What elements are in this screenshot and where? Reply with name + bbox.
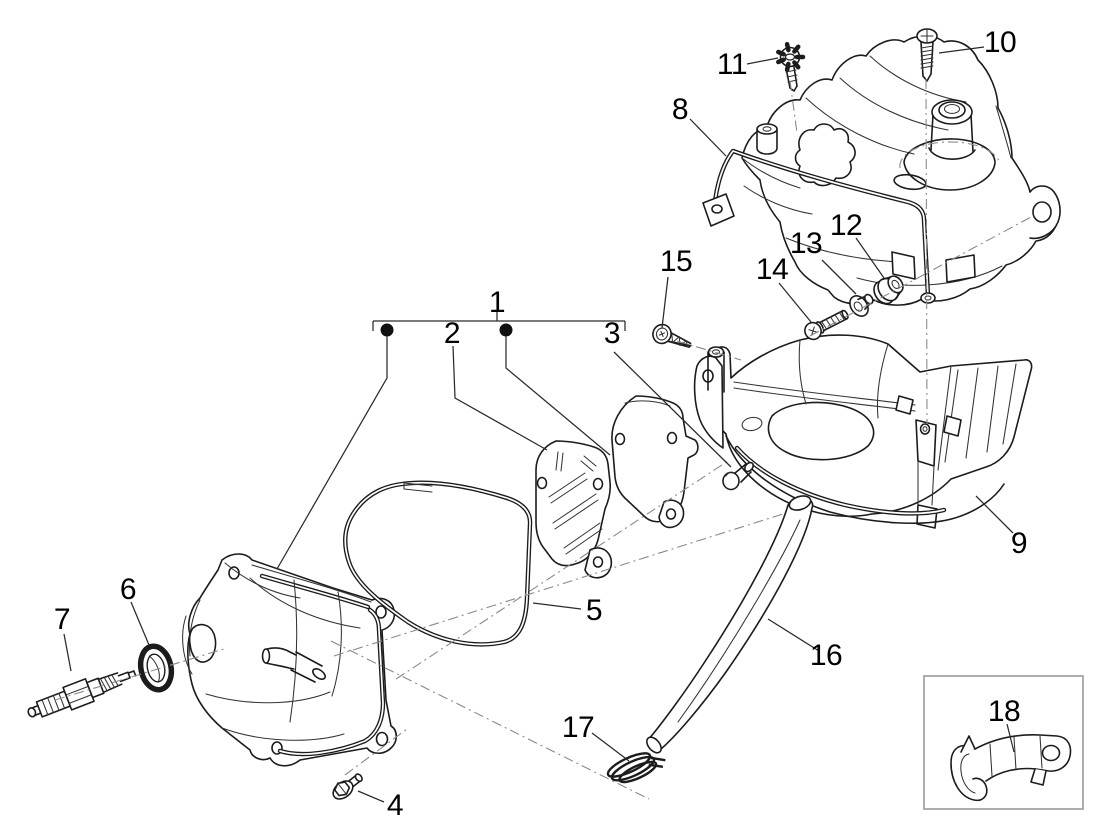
head-cover-drawing bbox=[182, 553, 398, 767]
screw-10-drawing bbox=[916, 28, 938, 82]
plain-plate-drawing bbox=[611, 395, 699, 529]
star-screw-drawing bbox=[776, 41, 806, 92]
seal-ring-drawing bbox=[137, 643, 175, 693]
inset-box bbox=[923, 675, 1084, 810]
washer-13-drawing bbox=[849, 293, 874, 317]
spark-plug-drawing bbox=[27, 670, 137, 718]
screw-15-drawing bbox=[652, 323, 692, 348]
cover-gasket-ring-drawing bbox=[343, 480, 533, 647]
cover-gasket-band-drawing bbox=[702, 148, 936, 304]
lower-housing-drawing bbox=[693, 334, 1033, 529]
breather-pipe-drawing bbox=[646, 495, 814, 754]
slotted-plate-drawing bbox=[535, 440, 613, 579]
leader-lines bbox=[63, 46, 1015, 803]
center-lines bbox=[54, 78, 1032, 800]
bracket-18-drawing bbox=[950, 734, 1072, 802]
callout-bracket-1 bbox=[276, 312, 626, 570]
outer-cover-drawing bbox=[741, 35, 1061, 306]
small-bolt-drawing bbox=[722, 461, 754, 491]
screw-14-drawing bbox=[804, 309, 849, 341]
bolt-4-drawing bbox=[332, 773, 363, 800]
